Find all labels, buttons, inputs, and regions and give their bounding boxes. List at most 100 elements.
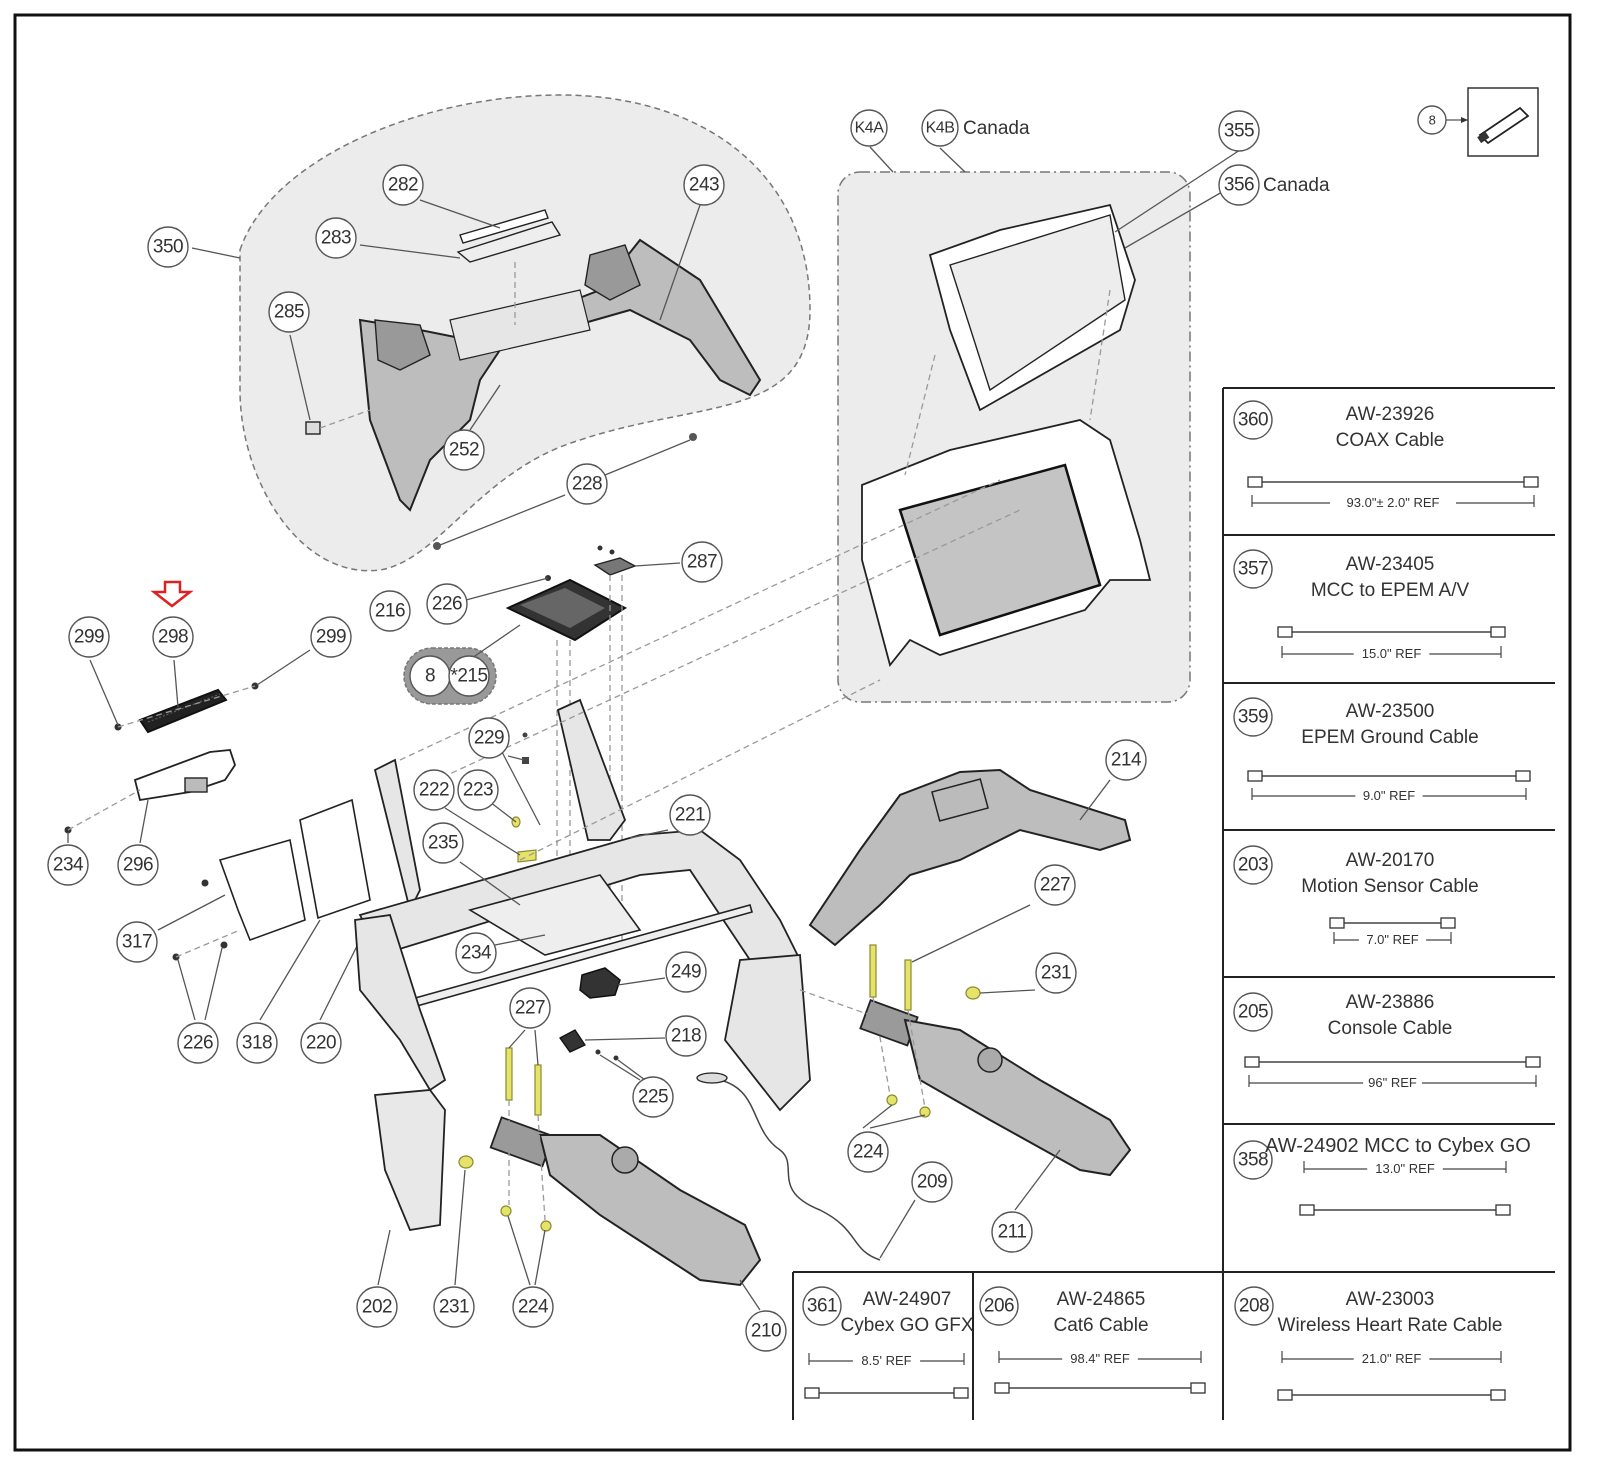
callout-number: 252 <box>449 440 479 461</box>
callout-317: 317 <box>116 921 158 963</box>
callout-circle <box>991 1211 1033 1253</box>
callout-number: 282 <box>388 175 418 196</box>
callout-circle <box>745 1310 787 1352</box>
c356-canada-note: Canada <box>1263 175 1330 196</box>
cable-ref-length: 15.0" REF <box>1362 646 1422 661</box>
cable-name: Wireless Heart Rate Cable <box>1278 1315 1503 1336</box>
cable-callout-number: 357 <box>1238 559 1268 580</box>
callout-circle <box>468 717 510 759</box>
callout-circle <box>300 1022 342 1064</box>
cable-part-number: AW-23886 <box>1346 992 1435 1013</box>
callout-number: 355 <box>1224 121 1254 142</box>
callout-circle <box>448 655 490 697</box>
cable-callout-circle <box>1233 549 1273 589</box>
callout-circle <box>632 1076 674 1118</box>
callout-218: 218 <box>665 1015 707 1057</box>
bolt-227-left-a <box>505 1047 513 1101</box>
callout-circle <box>1417 105 1447 135</box>
callout-356: 356 <box>1218 164 1260 206</box>
callout-231a: 231 <box>433 1286 475 1328</box>
strip-283 <box>456 221 562 263</box>
callout-number: 221 <box>675 805 705 826</box>
callout-number: 231 <box>439 1297 469 1318</box>
callout-209: 209 <box>911 1161 953 1203</box>
callout-Usb8: 8 <box>1417 105 1447 135</box>
part-296-clip <box>184 777 208 793</box>
callout-circle <box>443 429 485 471</box>
cable-callout-number: 203 <box>1238 855 1268 876</box>
part-202-foot <box>373 1089 446 1232</box>
cable-connector-right <box>1190 1382 1206 1394</box>
callout-243: 243 <box>683 164 725 206</box>
callout-number: 229 <box>474 728 504 749</box>
callout-283: 283 <box>315 217 357 259</box>
callout-circle <box>426 583 468 625</box>
cable-ref-length: 93.0"± 2.0" REF <box>1347 495 1440 510</box>
cable-ref-length: 9.0" REF <box>1363 788 1415 803</box>
cable-connector-left <box>1299 1204 1315 1216</box>
callout-224a: 224 <box>512 1286 554 1328</box>
console-screen <box>898 463 1102 637</box>
cable-ref-length: 7.0" REF <box>1366 932 1418 947</box>
cable-ref-length: 21.0" REF <box>1362 1351 1422 1366</box>
cable-part-number: AW-24907 <box>863 1289 952 1310</box>
usb-drive-icon <box>1478 106 1530 145</box>
cable-connector-right <box>1525 1056 1541 1068</box>
cable-connector-right <box>1495 1204 1511 1216</box>
part-226-screw-c <box>201 879 209 887</box>
cable-part-number: AW-24865 <box>1057 1289 1146 1310</box>
cable-part-number: AW-23003 <box>1346 1289 1435 1310</box>
callout-231b: 231 <box>1035 952 1077 994</box>
callout-number: 209 <box>917 1172 947 1193</box>
cable-title: AW-24902 MCC to Cybex GO <box>1265 1135 1531 1157</box>
cable-callout-circle <box>979 1286 1019 1326</box>
callout-296: 296 <box>117 844 159 886</box>
callout-circle <box>116 921 158 963</box>
red-down-arrow-icon <box>150 580 194 608</box>
frame-upright-left <box>373 758 421 913</box>
callout-number: 218 <box>671 1026 701 1047</box>
cable-table <box>792 387 1555 1420</box>
callout-circle <box>268 291 310 333</box>
callout-298: 298 <box>152 616 194 658</box>
part-209-sensor <box>696 1072 728 1084</box>
pcb-assembly <box>465 545 681 940</box>
callout-214: 214 <box>1105 739 1147 781</box>
callout-202: 202 <box>356 1286 398 1328</box>
shroud-pocket-left <box>374 319 431 371</box>
cable-name: EPEM Ground Cable <box>1301 727 1478 748</box>
cable-name: MCC to EPEM A/V <box>1311 580 1470 601</box>
callout-circle <box>1218 164 1260 206</box>
callout-number: K4B <box>926 120 955 137</box>
callout-number: 234 <box>53 855 84 876</box>
callout-252: 252 <box>443 429 485 471</box>
cable-part-number: AW-23926 <box>1346 404 1435 425</box>
callout-circle <box>566 463 608 505</box>
right-handrail-knob <box>977 1047 1003 1073</box>
callout-228: 228 <box>566 463 608 505</box>
callout-number: 225 <box>638 1087 668 1108</box>
callout-number: 8 <box>425 666 435 687</box>
callout-circle <box>683 164 725 206</box>
callout-circle <box>455 932 497 974</box>
callout-circle <box>1105 739 1147 781</box>
callout-circle <box>315 217 357 259</box>
cable-callout-number: 208 <box>1239 1296 1269 1317</box>
frame-upright-right <box>556 698 627 841</box>
callout-K4B: K4B <box>921 109 959 147</box>
callout-number: 216 <box>375 601 405 622</box>
callout-circle <box>147 226 189 268</box>
part-229-screw <box>522 732 528 738</box>
callout-number: 350 <box>153 237 183 258</box>
callout-number: 287 <box>687 552 717 573</box>
cable-connector-right <box>953 1387 969 1399</box>
cable-connector-left <box>1277 1389 1293 1401</box>
cable-connector-left <box>804 1387 820 1399</box>
callout-number: 296 <box>123 855 153 876</box>
callout-circle <box>382 164 424 206</box>
cable-ref-length: 96" REF <box>1368 1075 1417 1090</box>
